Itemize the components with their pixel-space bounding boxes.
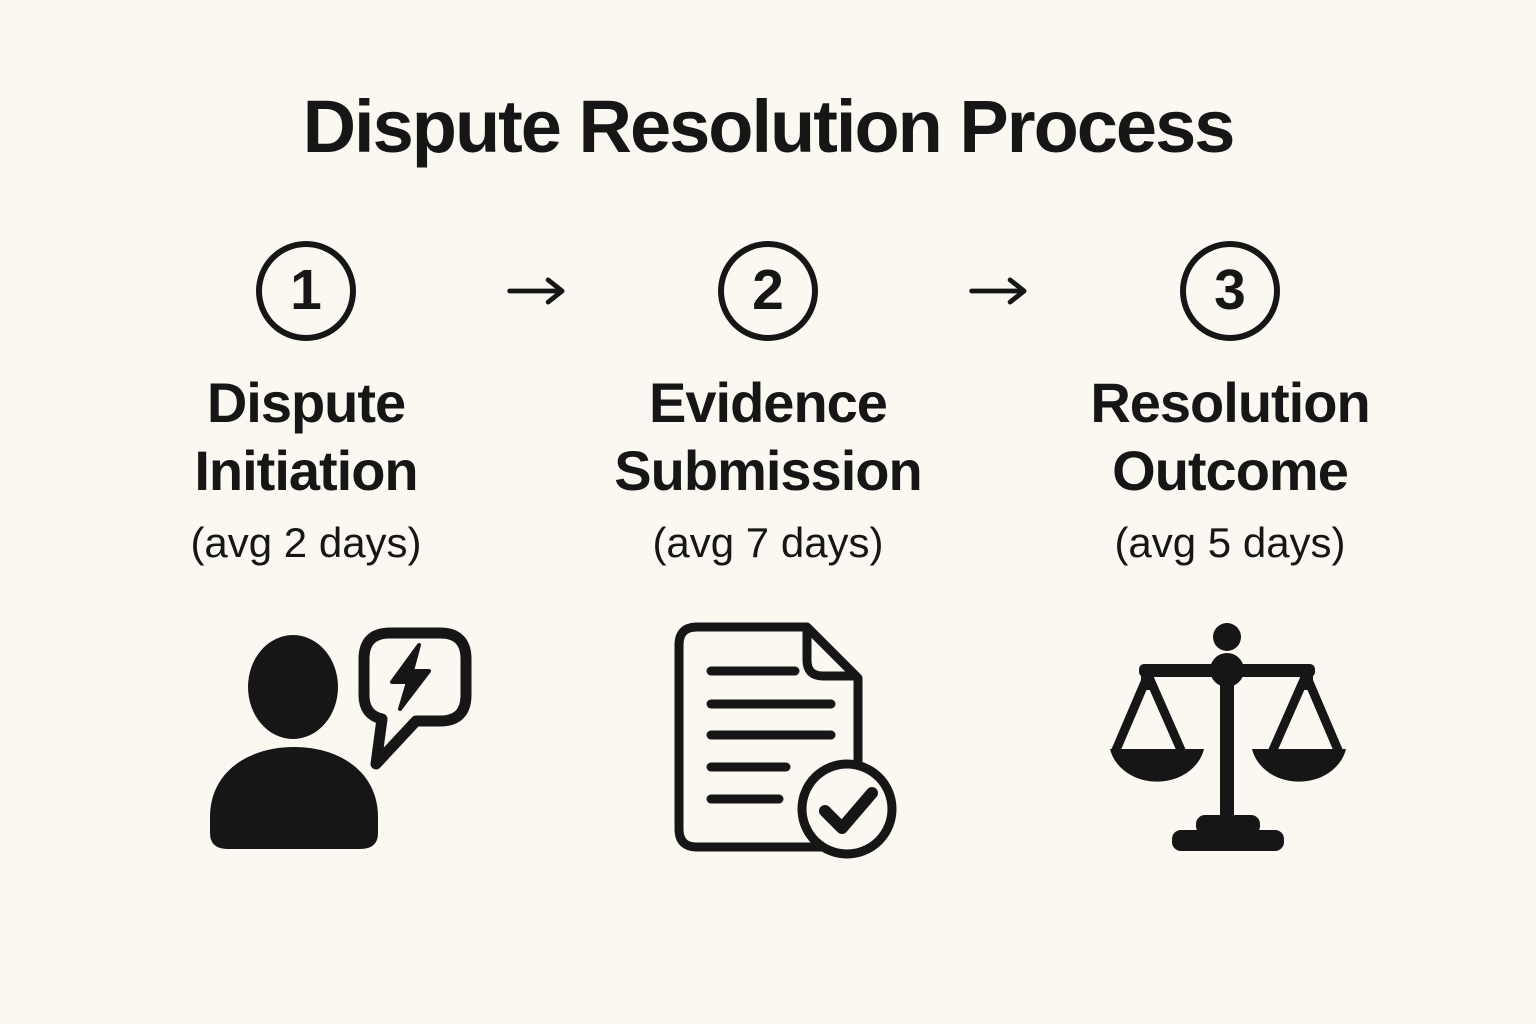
step-icon-container xyxy=(1110,621,1350,873)
step-evidence-submission: 2 Evidence Submission (avg 7 days) xyxy=(568,241,968,873)
arrow-right-icon xyxy=(507,277,565,305)
step-title-line: Evidence xyxy=(649,371,888,434)
step-1-number-badge: 1 xyxy=(256,241,356,341)
flow-connector xyxy=(968,271,1030,311)
step-title: Dispute Initiation xyxy=(194,369,418,505)
step-title-line: Dispute xyxy=(206,371,406,434)
step-icon-container xyxy=(171,621,472,873)
step-duration: (avg 2 days) xyxy=(190,519,422,566)
step-number: 3 xyxy=(1214,257,1246,322)
page-title: Dispute Resolution Process xyxy=(302,85,1236,168)
step-dispute-initiation: 1 Dispute Initiation (avg 2 days) xyxy=(106,241,506,873)
process-flow: 1 Dispute Initiation (avg 2 days) xyxy=(0,241,1536,873)
step-number: 2 xyxy=(752,257,784,322)
step-resolution-outcome: 3 Resolution Outcome (avg 5 days) xyxy=(1030,241,1430,873)
step-duration: (avg 5 days) xyxy=(1114,519,1346,566)
person-chat-lightning-icon xyxy=(210,627,472,849)
arrow-right-icon xyxy=(969,277,1027,305)
step-icon-container xyxy=(654,621,897,873)
scales-of-justice-icon xyxy=(1110,623,1346,851)
step-3-number-badge: 3 xyxy=(1180,241,1280,341)
step-title: Resolution Outcome xyxy=(1090,369,1370,505)
step-title-line: Initiation xyxy=(194,439,418,502)
flow-connector xyxy=(506,271,568,311)
step-2-number-badge: 2 xyxy=(718,241,818,341)
document-check-icon xyxy=(674,622,897,859)
step-title: Evidence Submission xyxy=(614,369,922,505)
step-title-line: Outcome xyxy=(1112,439,1349,502)
step-title-line: Resolution xyxy=(1090,371,1370,434)
step-duration: (avg 7 days) xyxy=(652,519,884,566)
step-title-line: Submission xyxy=(614,439,922,502)
step-number: 1 xyxy=(290,257,322,322)
